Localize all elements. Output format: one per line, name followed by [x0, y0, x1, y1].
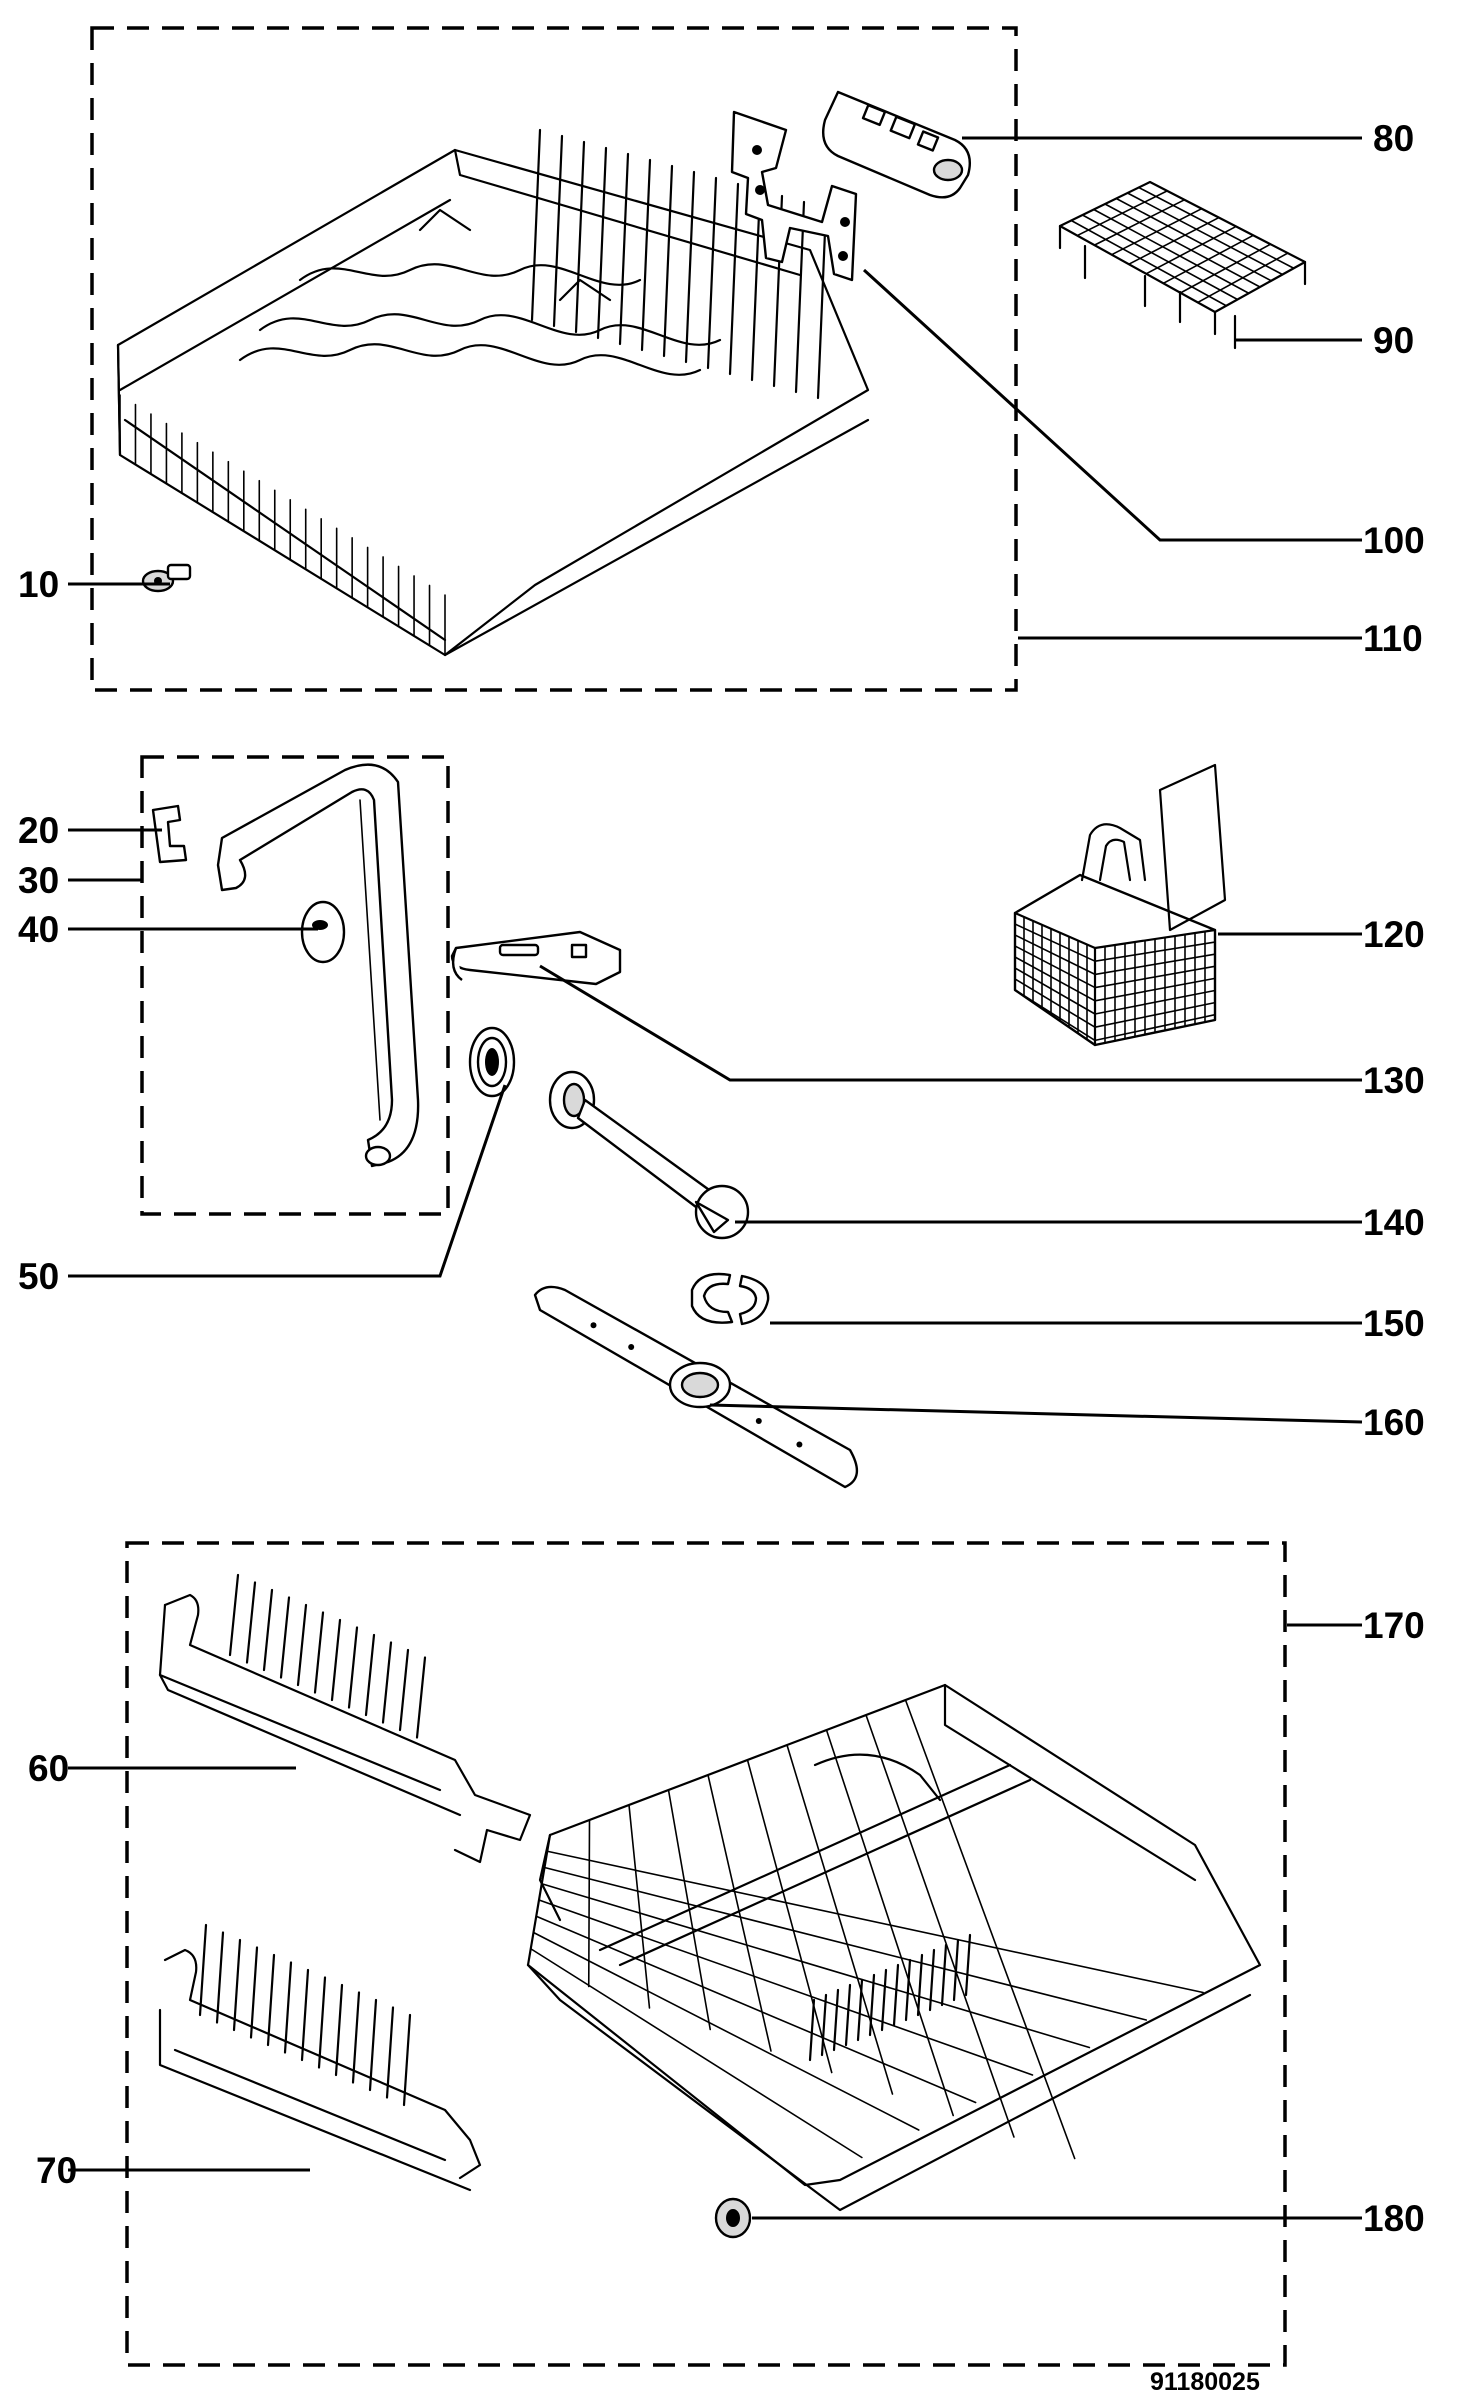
callout-160: 160 — [1363, 1402, 1425, 1443]
part-180-wheel — [714, 2197, 752, 2239]
group-box-upper-basket — [90, 26, 1018, 692]
callout-10: 10 — [18, 564, 59, 605]
drawing-number: 91180025 — [1150, 2368, 1260, 2396]
callout-70: 70 — [36, 2150, 77, 2191]
part-60-tine-rack — [158, 1573, 532, 1864]
callout-50: 50 — [18, 1256, 59, 1297]
callout-110: 110 — [1363, 618, 1423, 659]
part-50-grommet — [468, 1026, 516, 1098]
part-10-clip — [141, 563, 192, 593]
callout-120: 120 — [1363, 914, 1425, 955]
part-100-rail-bracket — [730, 110, 858, 282]
part-70-tine-rack — [158, 1923, 482, 2192]
part-140-arm-support — [548, 1070, 750, 1240]
callout-140: 140 — [1363, 1202, 1425, 1243]
callout-20: 20 — [18, 810, 59, 851]
part-160-spray-arm — [533, 1285, 858, 1489]
part-80-bracket — [821, 90, 972, 199]
callout-150: 150 — [1363, 1303, 1425, 1344]
part-90-cup-shelf — [1058, 180, 1307, 350]
leader-lines — [68, 136, 1363, 2220]
lower-basket-drawing — [526, 1683, 1262, 2212]
part-150-ring — [690, 1272, 770, 1326]
upper-basket-drawing — [116, 128, 870, 657]
part-20-clip — [151, 804, 188, 864]
part-40-seal — [300, 900, 346, 964]
callout-labels: 10 20 30 40 50 60 70 80 90 100 110 120 1… — [18, 118, 1425, 2396]
callout-170: 170 — [1363, 1605, 1425, 1646]
part-120-cutlery-basket — [1013, 763, 1227, 1047]
group-box-supply-pipe — [140, 755, 450, 1216]
callout-40: 40 — [18, 909, 59, 950]
callout-80: 80 — [1373, 118, 1414, 159]
group-box-lower-basket — [125, 1541, 1287, 2367]
callout-60: 60 — [28, 1748, 69, 1789]
callout-100: 100 — [1363, 520, 1425, 561]
callout-130: 130 — [1363, 1060, 1425, 1101]
callout-30: 30 — [18, 860, 59, 901]
callout-180: 180 — [1363, 2198, 1425, 2239]
callout-90: 90 — [1373, 320, 1414, 361]
part-30-supply-pipe — [216, 763, 420, 1168]
part-130-arm-bracket — [450, 930, 622, 986]
